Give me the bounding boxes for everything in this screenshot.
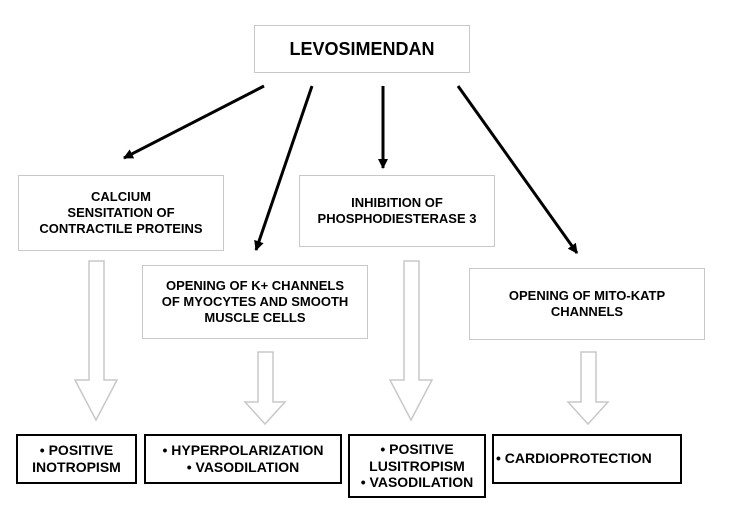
hyperpolarization-node: • HYPERPOLARIZATION • VASODILATION [144, 434, 342, 484]
node-line: CHANNELS [550, 304, 624, 319]
node-line: MUSCLE CELLS [204, 310, 306, 326]
k-channels-node: OPENING OF K+ CHANNELS OF MYOCYTES AND S… [142, 265, 368, 339]
node-line: LUSITROPISM [369, 457, 465, 474]
node-line: CONTRACTILE PROTEINS [39, 221, 203, 237]
node-line: PHOSPHODIESTERASE 3 [317, 211, 477, 226]
edge-root-to-calcium [123, 84, 265, 160]
node-line: • VASODILATION [186, 459, 300, 475]
mito-katp-node: OPENING OF MITO-KATP CHANNELS [469, 268, 705, 340]
cardioprotection-node: • CARDIOPROTECTION [492, 434, 682, 484]
edge-root-to-k-channels [254, 85, 314, 251]
node-line: OF MYOCYTES AND SMOOTH [161, 293, 349, 309]
inotropism-node: • POSITIVE INOTROPISM [16, 434, 137, 484]
node-line: OPENING OF MITO-KATP [508, 287, 666, 303]
node-line: SENSITATION OF [67, 204, 175, 220]
calcium-sensitation-node: CALCIUM SENSITATION OF CONTRACTILE PROTE… [18, 175, 224, 251]
node-line: INHIBITION OF [351, 194, 443, 210]
levosimendan-label: LEVOSIMENDAN [289, 38, 435, 59]
node-line: • CARDIOPROTECTION [496, 450, 652, 467]
node-line: • VASODILATION [360, 474, 474, 491]
node-line: CALCIUM [91, 188, 151, 204]
node-line: OPENING OF K+ CHANNELS [165, 277, 345, 293]
node-line: • POSITIVE [39, 441, 114, 458]
node-line: • POSITIVE [380, 440, 454, 457]
pde3-inhibition-node: INHIBITION OF PHOSPHODIESTERASE 3 [299, 175, 495, 247]
edge-mito-katp-to-cardioprotection [566, 351, 610, 426]
edge-root-to-mito-katp [456, 85, 579, 254]
node-line: INOTROPISM [32, 459, 121, 475]
levosimendan-node: LEVOSIMENDAN [254, 25, 470, 73]
node-line: • HYPERPOLARIZATION [162, 441, 324, 458]
lusitropism-node: • POSITIVE LUSITROPISM • VASODILATION [348, 434, 486, 498]
edge-calcium-to-inotropism [73, 260, 119, 422]
edge-k-channels-to-hyperpolarization [243, 351, 287, 426]
edge-pde3-to-lusitropism [388, 260, 434, 422]
